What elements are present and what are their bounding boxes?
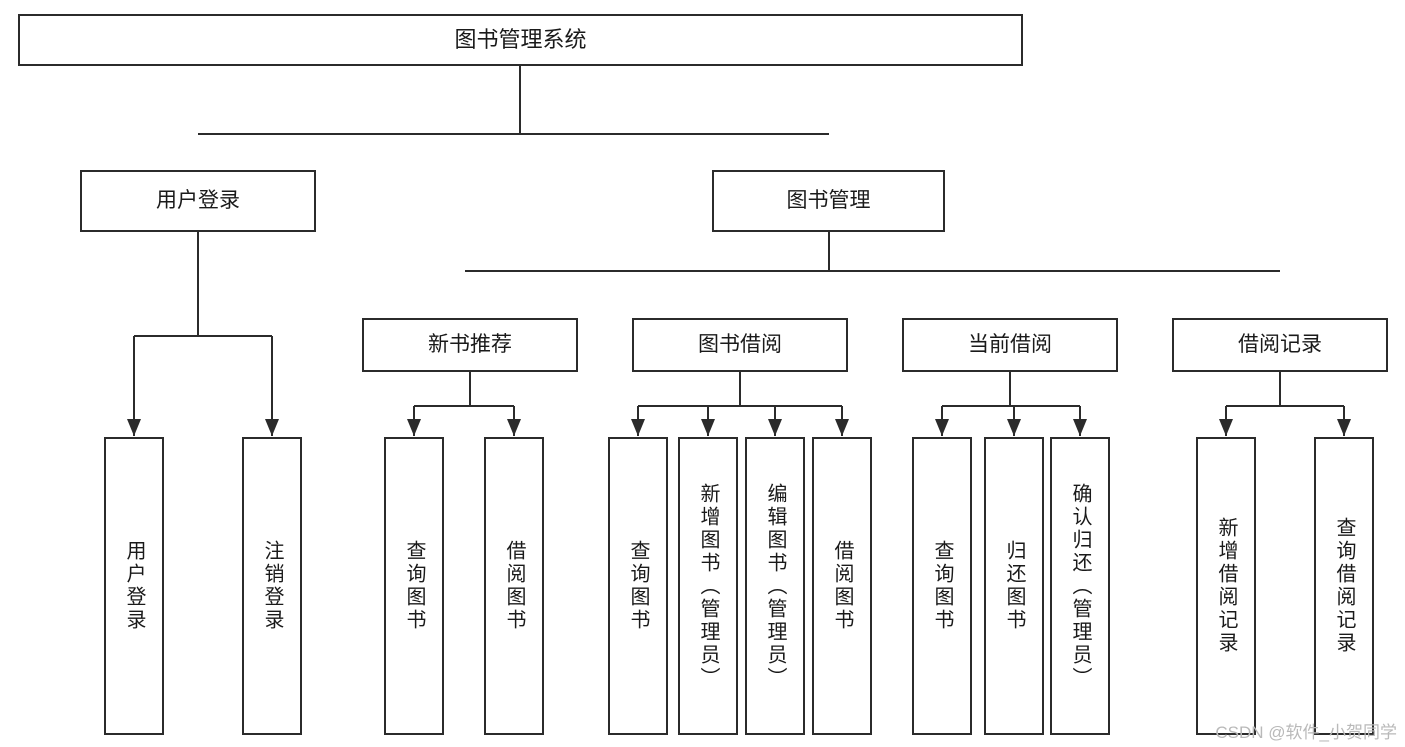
- node-current-borrow[interactable]: 当前借阅: [902, 318, 1118, 372]
- arrow-leaf-user-logout: [265, 419, 279, 436]
- node-label: 查询借阅记录: [1333, 517, 1355, 655]
- node-label: 图书借阅: [698, 332, 782, 356]
- node-leaf-cb-confirm[interactable]: 确认归还（管理员）: [1050, 437, 1110, 735]
- node-book-borrow[interactable]: 图书借阅: [632, 318, 848, 372]
- node-label: 借阅图书: [503, 540, 525, 632]
- node-new-book-rec[interactable]: 新书推荐: [362, 318, 578, 372]
- node-label: 新增借阅记录: [1215, 517, 1237, 655]
- node-label: 借阅记录: [1238, 332, 1322, 356]
- node-label: 注销登录: [261, 540, 283, 632]
- node-leaf-bb-edit[interactable]: 编辑图书（管理员）: [745, 437, 805, 735]
- arrow-leaf-cb-query: [935, 419, 949, 436]
- node-label: 编辑图书（管理员）: [764, 482, 786, 690]
- node-leaf-bb-borrow[interactable]: 借阅图书: [812, 437, 872, 735]
- arrow-leaf-bb-edit: [768, 419, 782, 436]
- arrow-leaf-br-query: [1337, 419, 1351, 436]
- node-label: 查询图书: [403, 540, 425, 632]
- node-leaf-rec-borrow[interactable]: 借阅图书: [484, 437, 544, 735]
- arrow-leaf-rec-borrow: [507, 419, 521, 436]
- node-label: 查询图书: [931, 540, 953, 632]
- arrow-leaf-br-add: [1219, 419, 1233, 436]
- arrow-leaf-bb-query: [631, 419, 645, 436]
- node-label: 查询图书: [627, 540, 649, 632]
- csdn-watermark: CSDN @软件_小贺同学: [1215, 723, 1397, 742]
- node-leaf-bb-query[interactable]: 查询图书: [608, 437, 668, 735]
- node-leaf-user-logout[interactable]: 注销登录: [242, 437, 302, 735]
- node-label: 图书管理: [786, 188, 871, 212]
- node-leaf-br-add[interactable]: 新增借阅记录: [1196, 437, 1256, 735]
- node-label: 当前借阅: [968, 332, 1052, 356]
- node-book-manage[interactable]: 图书管理: [712, 170, 945, 232]
- node-label: 归还图书: [1003, 540, 1025, 632]
- node-label: 用户登录: [156, 188, 240, 212]
- node-leaf-bb-add[interactable]: 新增图书（管理员）: [678, 437, 738, 735]
- node-root[interactable]: 图书管理系统: [18, 14, 1023, 66]
- node-label: 图书管理系统: [454, 27, 587, 53]
- node-leaf-cb-query[interactable]: 查询图书: [912, 437, 972, 735]
- node-leaf-user-login[interactable]: 用户登录: [104, 437, 164, 735]
- node-label: 确认归还（管理员）: [1069, 482, 1091, 690]
- node-leaf-rec-query[interactable]: 查询图书: [384, 437, 444, 735]
- arrow-leaf-cb-return: [1007, 419, 1021, 436]
- node-label: 新书推荐: [428, 332, 512, 356]
- node-user-login[interactable]: 用户登录: [80, 170, 316, 232]
- node-leaf-br-query[interactable]: 查询借阅记录: [1314, 437, 1374, 735]
- node-leaf-cb-return[interactable]: 归还图书: [984, 437, 1044, 735]
- arrow-leaf-bb-add: [701, 419, 715, 436]
- arrow-leaf-user-login: [127, 419, 141, 436]
- node-label: 借阅图书: [831, 540, 853, 632]
- arrow-leaf-cb-confirm: [1073, 419, 1087, 436]
- arrow-leaf-rec-query: [407, 419, 421, 436]
- node-label: 新增图书（管理员）: [697, 482, 719, 690]
- arrow-leaf-bb-borrow: [835, 419, 849, 436]
- node-borrow-record[interactable]: 借阅记录: [1172, 318, 1388, 372]
- node-label: 用户登录: [123, 540, 145, 632]
